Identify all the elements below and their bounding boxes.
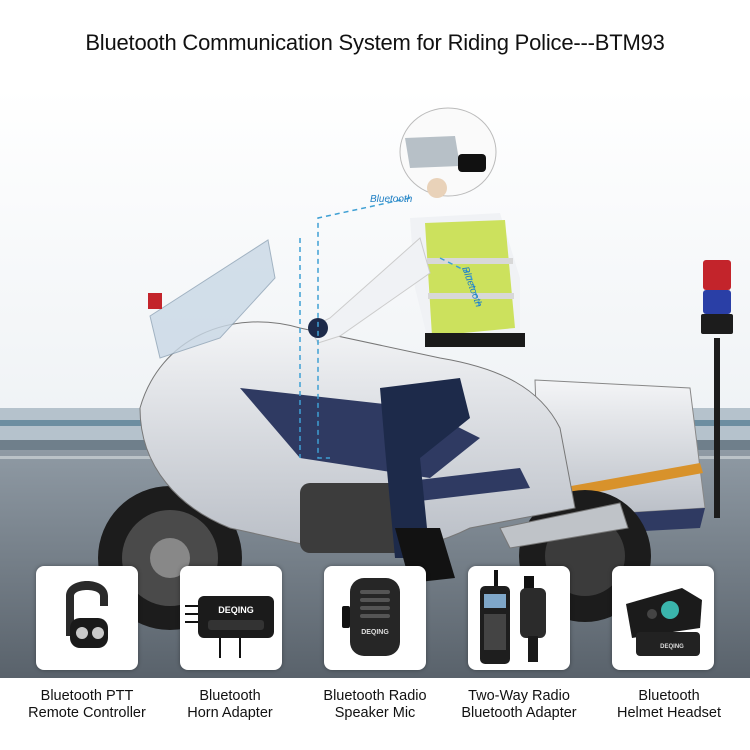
- caption-ptt: Bluetooth PTT Remote Controller: [28, 688, 146, 721]
- helmet-headset-icon: DEQING: [626, 588, 702, 656]
- bluetooth-tag-top: Bluetooth: [370, 194, 413, 205]
- radio-adapter-icon: [480, 570, 546, 664]
- product-card-speaker-mic: DEQING: [324, 566, 426, 670]
- svg-text:DEQING: DEQING: [660, 644, 684, 650]
- svg-text:DEQING: DEQING: [361, 629, 389, 636]
- product-card-helmet-headset: DEQING: [612, 566, 714, 670]
- beacon-pole: [714, 338, 720, 518]
- page-title: Bluetooth Communication System for Ridin…: [85, 30, 665, 55]
- caption-speaker-mic: Bluetooth Radio Speaker Mic: [323, 688, 427, 721]
- caption-helmet-headset: Bluetooth Helmet Headset: [617, 688, 721, 721]
- horn-adapter-icon: DEQING: [185, 596, 274, 658]
- beacon-blue: [703, 290, 731, 314]
- windshield: [149, 239, 276, 359]
- product-card-ptt: [36, 566, 138, 670]
- beacon-red: [703, 260, 731, 290]
- product-card-radio-adapter: [468, 566, 570, 670]
- caption-radio-adapter: Two-Way Radio Bluetooth Adapter: [461, 688, 577, 721]
- speaker-mic-icon: DEQING: [342, 578, 400, 656]
- product-card-horn: DEQING: [180, 566, 282, 670]
- svg-text:DEQING: DEQING: [218, 605, 254, 615]
- caption-horn: Bluetooth Horn Adapter: [187, 688, 273, 721]
- ptt-remote-icon: [66, 581, 108, 648]
- police-motorcycle-scene: Bluetooth Bluetooth: [0, 88, 750, 678]
